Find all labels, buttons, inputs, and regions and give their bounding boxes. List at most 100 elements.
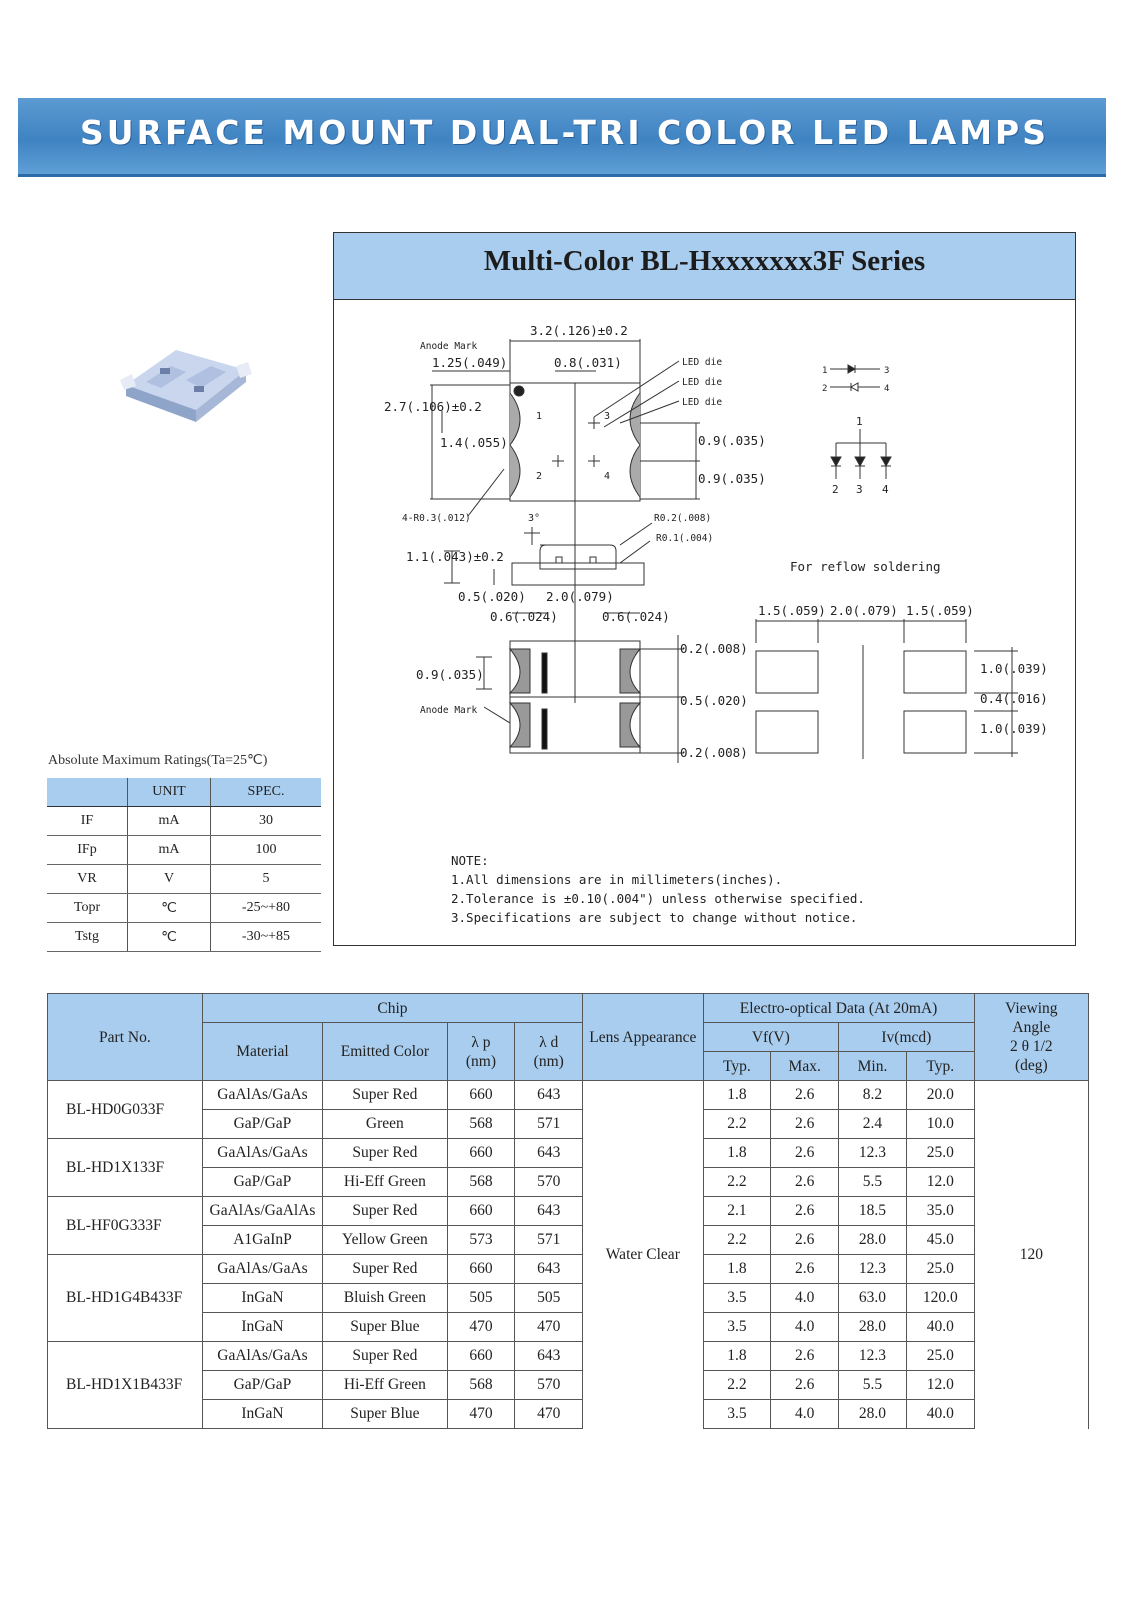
vf-max-cell: 2.6 (770, 1341, 840, 1371)
header-lens: Lens Appearance (582, 993, 704, 1081)
vf-max-cell: 4.0 (770, 1312, 840, 1342)
abs-max-spec: -30~+85 (210, 922, 321, 952)
note-item-1: 1.All dimensions are in millimeters(inch… (451, 872, 783, 887)
lambda-p-cell: 660 (446, 1341, 516, 1371)
pin-label-1: 1 (536, 411, 542, 422)
part-number-cell: BL-HD1X1B433F (47, 1341, 203, 1429)
led-die-label-2: LED die (682, 377, 722, 388)
dim-1-25: 1.25(.049) (432, 355, 507, 370)
dim-width: 3.2(.126)±0.2 (530, 323, 628, 338)
note-item-3: 3.Specifications are subject to change w… (451, 910, 858, 925)
lambda-p-cell: 660 (446, 1196, 516, 1226)
header-iv-min: Min. (838, 1051, 907, 1081)
dim-0-6-a: 0.6(.024) (490, 609, 558, 624)
vf-typ-cell: 2.2 (702, 1109, 772, 1139)
banner-title: SURFACE MOUNT DUAL-TRI COLOR LED LAMPS (80, 113, 1049, 152)
lambda-d-cell: 571 (514, 1225, 584, 1255)
notes-title: NOTE: (451, 853, 489, 868)
pad-dim-1-5-a: 1.5(.059) (758, 603, 826, 618)
reflow-caption: For reflow soldering (790, 559, 941, 574)
material-cell: A1GaInP (201, 1225, 324, 1255)
abs-max-param: VR (47, 864, 128, 894)
abs-max-header-param (47, 778, 128, 807)
header-lambda-p-unit: (nm) (465, 1052, 497, 1070)
lambda-p-cell: 660 (446, 1254, 516, 1284)
dim-2-7: 2.7(.106)±0.2 (384, 399, 482, 414)
part-number-cell: BL-HD1G4B433F (47, 1254, 203, 1342)
header-vf: Vf(V) (702, 1022, 840, 1052)
vf-max-cell: 2.6 (770, 1080, 840, 1110)
abs-max-spec: 5 (210, 864, 321, 894)
iv-min-cell: 12.3 (838, 1138, 907, 1168)
abs-max-row: VR V 5 (47, 864, 321, 894)
header-iv: Iv(mcd) (838, 1022, 975, 1052)
lambda-p-cell: 568 (446, 1109, 516, 1139)
dim-0-9-b: 0.9(.035) (698, 471, 766, 486)
emitted-color-cell: Super Blue (322, 1312, 448, 1342)
abs-max-row: IF mA 30 (47, 806, 321, 836)
header-view-line-1: Viewing (1005, 1000, 1058, 1017)
lambda-d-cell: 643 (514, 1341, 584, 1371)
emitted-color-cell: Hi-Eff Green (322, 1167, 448, 1197)
vf-max-cell: 2.6 (770, 1254, 840, 1284)
dim-0-2-b: 0.2(.008) (680, 745, 748, 760)
header-electro-optical: Electro-optical Data (At 20mA) (702, 993, 975, 1023)
iv-typ-cell: 25.0 (905, 1341, 975, 1371)
material-cell: InGaN (201, 1283, 324, 1313)
spec-header-row-3: Typ. Max. Min. Typ. (48, 1051, 1089, 1081)
header-vf-typ: Typ. (702, 1051, 772, 1081)
lambda-p-cell: 660 (446, 1080, 516, 1110)
abs-max-param: IF (47, 806, 128, 836)
lambda-d-cell: 643 (514, 1138, 584, 1168)
vf-typ-cell: 2.2 (702, 1370, 772, 1400)
vf-max-cell: 4.0 (770, 1399, 840, 1429)
abs-max-header-spec: SPEC. (210, 778, 321, 807)
series-title: Multi-Color BL-Hxxxxxxx3F Series (483, 245, 926, 277)
vf-typ-cell: 2.1 (702, 1196, 772, 1226)
iv-typ-cell: 25.0 (905, 1138, 975, 1168)
abs-max-spec: 100 (210, 835, 321, 865)
viewing-angle-cell: 120 (973, 1080, 1090, 1429)
vf-typ-cell: 3.5 (702, 1399, 772, 1429)
vf-max-cell: 4.0 (770, 1283, 840, 1313)
pad-dim-1-5-b: 1.5(.059) (906, 603, 974, 618)
material-cell: InGaN (201, 1312, 324, 1342)
header-lambda-d-unit: (nm) (533, 1052, 564, 1070)
iv-min-cell: 28.0 (838, 1399, 907, 1429)
lambda-d-cell: 643 (514, 1196, 584, 1226)
iv-typ-cell: 25.0 (905, 1254, 975, 1284)
vf-max-cell: 2.6 (770, 1370, 840, 1400)
lambda-d-cell: 470 (514, 1312, 584, 1342)
led-die-label-1: LED die (682, 357, 722, 368)
dimension-drawing: 3.2(.126)±0.2 Anode Mark 1.25(.049) 0.8(… (384, 323, 1048, 763)
lambda-d-cell: 470 (514, 1399, 584, 1429)
abs-max-param: Tstg (47, 922, 128, 952)
abs-max-row: Tstg ℃ -30~+85 (47, 922, 321, 952)
iv-min-cell: 12.3 (838, 1254, 907, 1284)
vf-typ-cell: 1.8 (702, 1080, 772, 1110)
iv-typ-cell: 40.0 (905, 1312, 975, 1342)
vf-max-cell: 2.6 (770, 1138, 840, 1168)
pin-label-4: 4 (604, 471, 610, 482)
header-view-line-2: Angle (1012, 1019, 1051, 1036)
dim-r0-2: R0.2(.008) (654, 513, 711, 524)
part-number-cell: BL-HF0G333F (47, 1196, 203, 1255)
iv-min-cell: 63.0 (838, 1283, 907, 1313)
pad-dim-1-0-a: 1.0(.039) (980, 661, 1048, 676)
material-cell: GaAlAs/GaAs (201, 1138, 324, 1168)
vf-typ-cell: 1.8 (702, 1254, 772, 1284)
emitted-color-cell: Green (322, 1109, 448, 1139)
dim-1-4: 1.4(.055) (440, 435, 508, 450)
dim-3-deg: 3° (528, 513, 540, 524)
header-lambda-p: λ p (nm) (446, 1022, 516, 1081)
dim-0-5: 0.5(.020) (458, 589, 526, 604)
vf-typ-cell: 2.2 (702, 1167, 772, 1197)
emitted-color-cell: Super Red (322, 1080, 448, 1110)
abs-max-unit: ℃ (127, 893, 211, 923)
lambda-p-cell: 470 (446, 1312, 516, 1342)
